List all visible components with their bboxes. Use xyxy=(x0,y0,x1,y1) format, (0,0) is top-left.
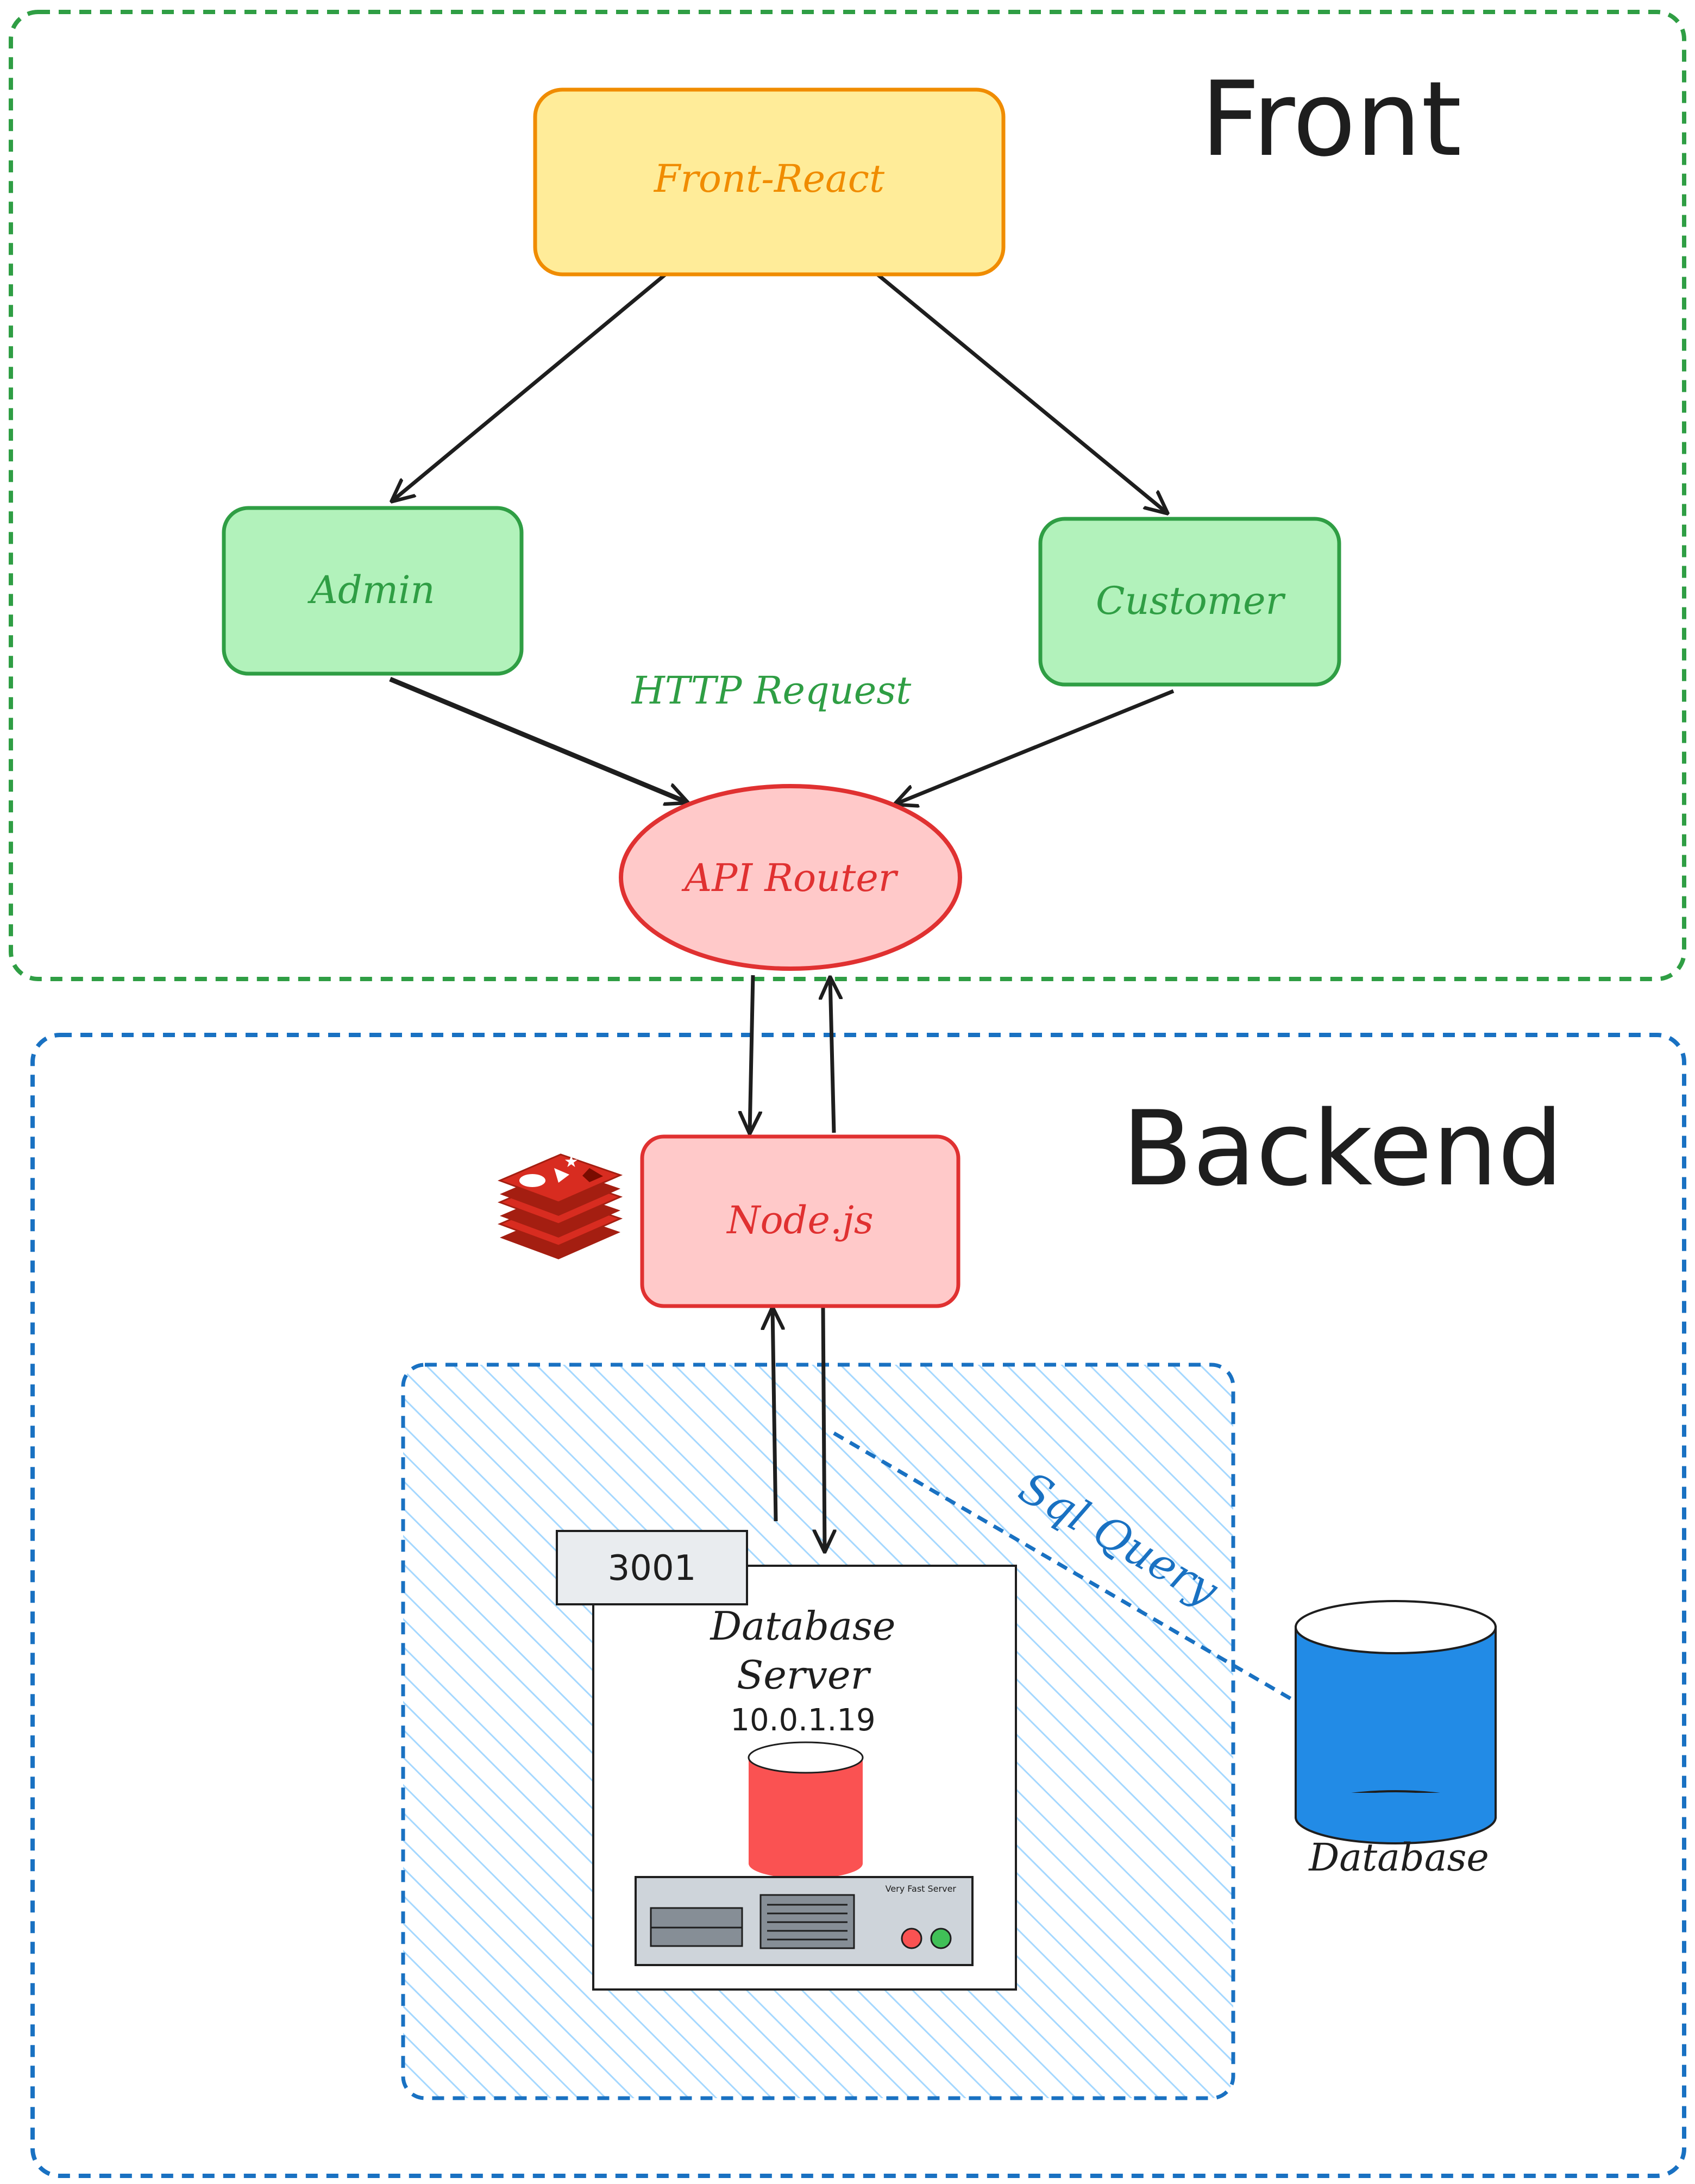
backend-section-title: Backend xyxy=(1122,1089,1563,1209)
arrow-server-to-node xyxy=(773,1308,776,1522)
database-server[interactable]: 3001 Database Server 10.0.1.19 Very Fast… xyxy=(556,1530,1017,1991)
svg-text:★: ★ xyxy=(564,1152,579,1171)
server-led-green xyxy=(930,1928,952,1949)
server-ip: 10.0.1.19 xyxy=(730,1703,875,1738)
server-title-line2: Server xyxy=(737,1652,871,1698)
port-tab xyxy=(556,1530,748,1605)
front-section-title: Front xyxy=(1201,59,1462,179)
arrow-node-to-api xyxy=(830,978,834,1133)
node-admin[interactable]: Admin xyxy=(222,506,524,676)
node-customer-label: Customer xyxy=(1096,579,1286,623)
sql-query-connector xyxy=(833,1431,1297,1704)
server-title-line1: Database xyxy=(709,1603,895,1649)
database-label: Database xyxy=(1308,1835,1489,1880)
node-front-react[interactable]: Front-React xyxy=(533,87,1006,277)
node-api-router[interactable]: API Router xyxy=(619,784,962,971)
arrow-customer-to-api xyxy=(895,689,1175,804)
arrow-front-to-admin xyxy=(392,273,667,501)
arrow-admin-to-api xyxy=(389,676,687,802)
server-db-cylinder-icon xyxy=(748,1741,864,1879)
database-cylinder-body xyxy=(1295,1626,1497,1818)
redis-stack-icon: ★ xyxy=(497,1152,623,1259)
arrow-api-to-node xyxy=(750,975,753,1133)
arrow-front-to-customer xyxy=(876,273,1167,513)
node-customer[interactable]: Customer xyxy=(1038,517,1341,687)
node-api-router-label: API Router xyxy=(681,856,899,900)
arrow-node-to-server xyxy=(823,1306,825,1551)
server-rack-label: Very Fast Server xyxy=(886,1884,957,1894)
server-port: 3001 xyxy=(608,1548,696,1589)
database-cylinder-top xyxy=(1295,1600,1497,1654)
node-database[interactable]: Database xyxy=(1295,1600,1497,1880)
node-front-react-label: Front-React xyxy=(653,156,885,201)
front-section-border xyxy=(9,10,1686,981)
node-admin-label: Admin xyxy=(307,568,435,612)
http-request-label: HTTP Request xyxy=(631,668,912,713)
node-nodejs[interactable]: Node.js xyxy=(640,1134,960,1308)
server-led-red xyxy=(901,1928,922,1949)
node-nodejs-label: Node.js xyxy=(726,1198,874,1242)
server-rack-icon: Very Fast Server xyxy=(635,1876,974,1966)
